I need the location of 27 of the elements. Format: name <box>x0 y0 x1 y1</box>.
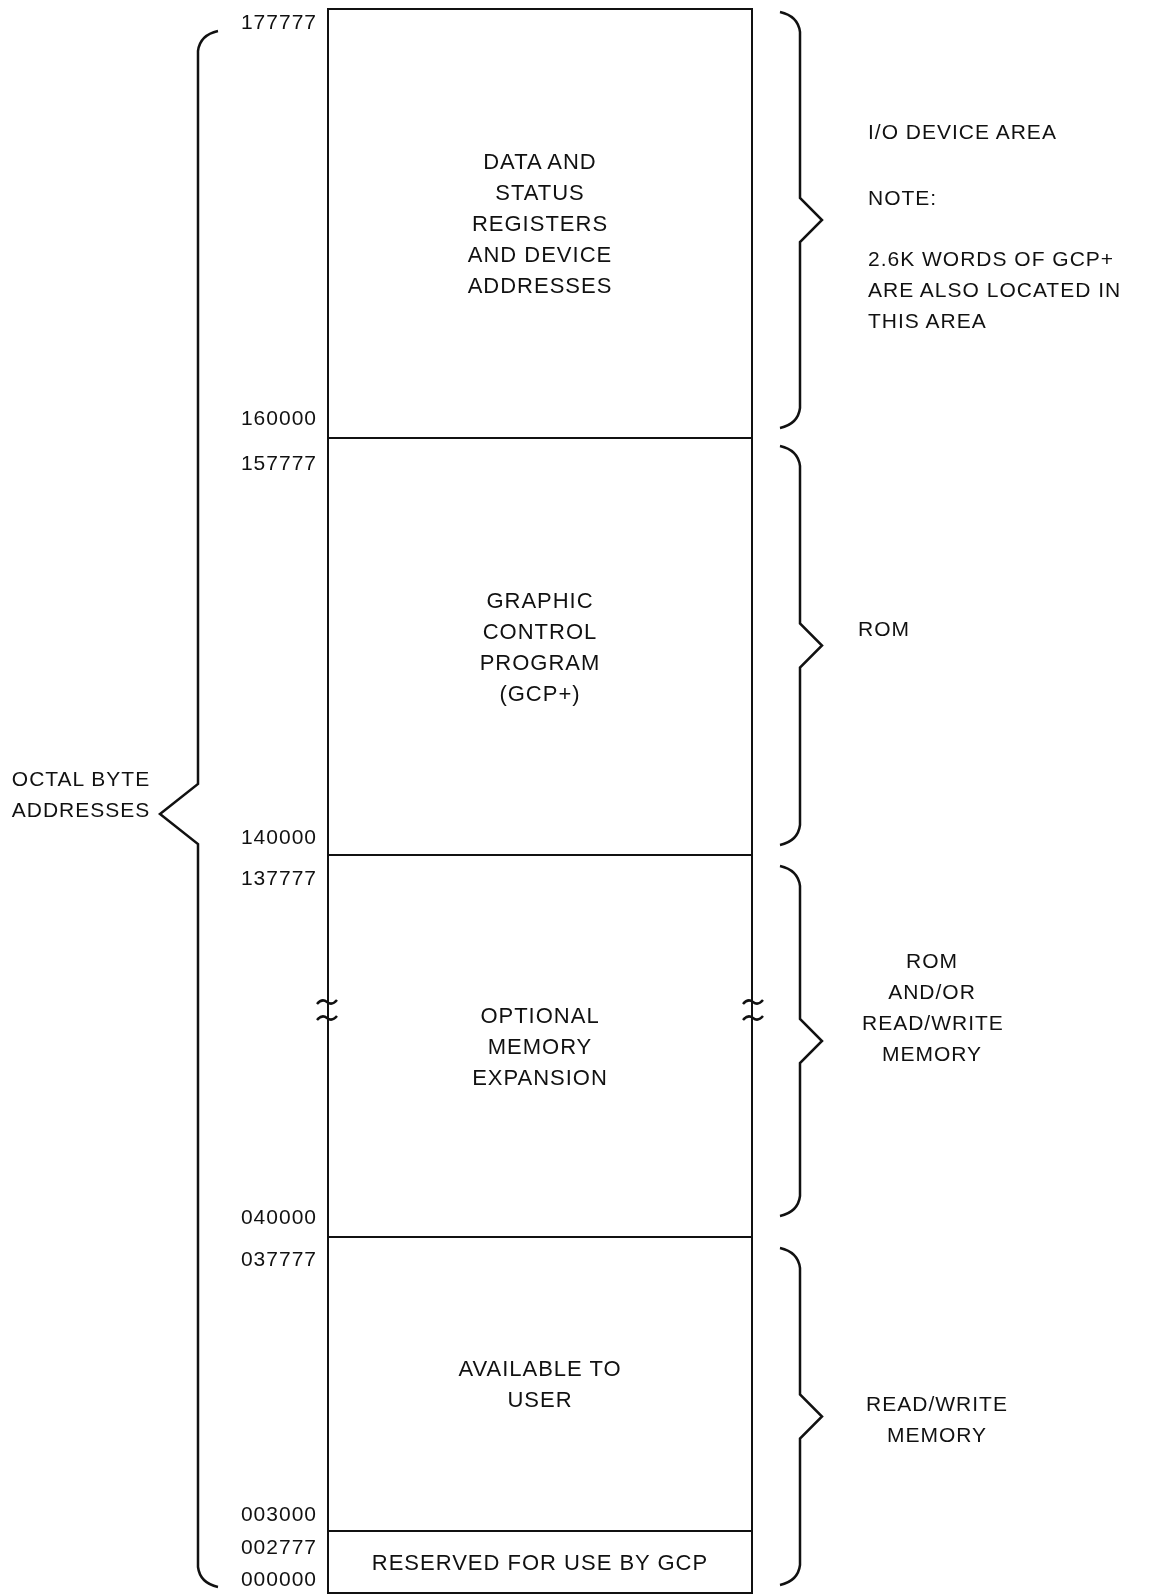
address-label: 037777 <box>239 1246 317 1272</box>
region-label: GRAPHIC CONTROL PROGRAM (GCP+) <box>478 586 602 708</box>
region-type-label: ROM <box>858 616 911 642</box>
region-label: AVAILABLE TO USER <box>457 1355 623 1414</box>
note-text: 2.6K WORDS OF GCP+ ARE ALSO LOCATED IN THIS AREA <box>868 246 1123 334</box>
memory-region <box>327 854 753 1238</box>
address-label: 177777 <box>239 9 317 35</box>
memory-region <box>327 437 753 856</box>
address-label: 140000 <box>239 824 317 850</box>
region-label: RESERVED FOR USE BY GCP <box>370 1548 710 1577</box>
memory-region <box>327 8 753 439</box>
address-label: 003000 <box>239 1501 317 1527</box>
region-label: DATA AND STATUS REGISTERS AND DEVICE ADDRESSES <box>466 148 614 300</box>
address-label: 000000 <box>239 1566 317 1592</box>
address-label: 040000 <box>239 1204 317 1230</box>
region-type-label: I/O DEVICE AREA <box>868 119 1058 145</box>
region-type-label: READ/WRITE MEMORY <box>865 1391 1009 1448</box>
address-label: 157777 <box>239 450 317 476</box>
region-label: OPTIONAL MEMORY EXPANSION <box>471 1001 609 1092</box>
memory-region <box>327 1530 753 1594</box>
region-type-label: ROM AND/OR READ/WRITE MEMORY <box>862 948 1002 1067</box>
axis-label: OCTAL BYTE ADDRESSES <box>10 766 152 823</box>
address-label: 137777 <box>239 865 317 891</box>
note-heading: NOTE: <box>868 185 939 211</box>
memory-region <box>327 1236 753 1532</box>
address-label: 002777 <box>239 1534 317 1560</box>
address-label: 160000 <box>239 405 317 431</box>
